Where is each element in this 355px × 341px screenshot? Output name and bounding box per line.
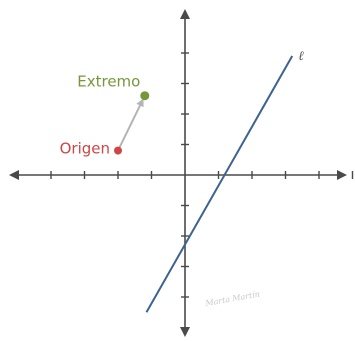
vector-arrow <box>117 98 144 152</box>
y-axis-ticks <box>181 52 189 298</box>
author-signature: Marta Martín <box>204 290 261 309</box>
line-l-label: ℓ <box>298 49 304 64</box>
x-axis-arrow-right-icon <box>337 170 347 180</box>
x-axis-arrow-left-icon <box>9 170 19 180</box>
x-axis <box>9 170 354 180</box>
y-axis-arrow-down-icon <box>180 327 190 337</box>
line-l <box>145 55 294 313</box>
end-label: Extremo <box>77 73 140 91</box>
origin-label: Origen <box>60 140 110 158</box>
end-point <box>140 91 150 101</box>
origin-point <box>114 146 122 155</box>
x-axis-ticks <box>16 171 354 179</box>
y-axis <box>180 9 190 337</box>
y-axis-arrow-up-icon <box>180 9 190 19</box>
